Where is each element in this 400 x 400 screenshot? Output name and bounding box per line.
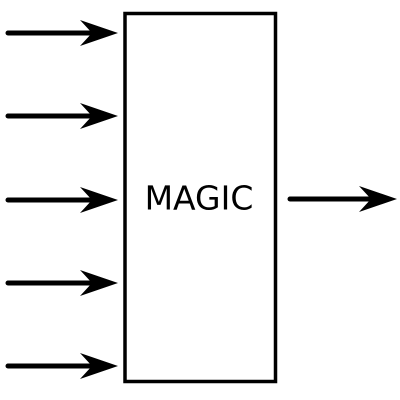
input-arrow-4	[5, 270, 118, 296]
input-arrow-2	[5, 103, 118, 129]
output-arrow	[287, 186, 397, 212]
input-arrow-3	[5, 187, 118, 213]
box-label: MAGIC	[145, 179, 254, 218]
input-arrow-1	[5, 20, 118, 46]
input-arrow-5	[5, 353, 118, 379]
input-arrows	[5, 20, 118, 379]
magic-box	[123, 11, 278, 384]
